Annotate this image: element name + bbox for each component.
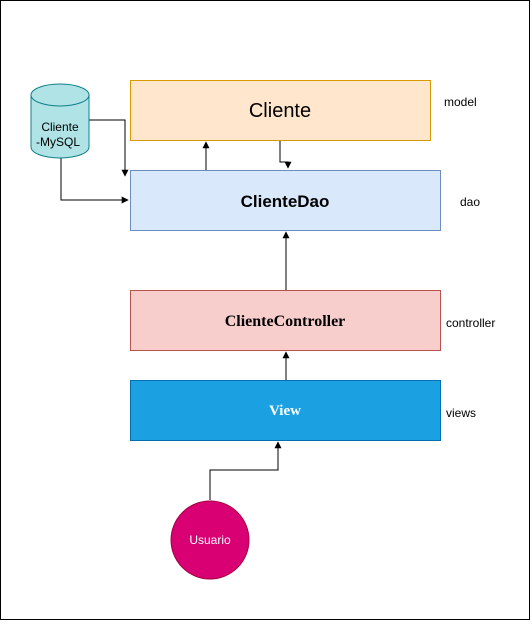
view-node: View [130,380,441,441]
layer-label-views: views [446,406,476,420]
connectors [60,119,292,500]
dao-node: ClienteDao [130,170,441,231]
controller-node: ClienteController [130,290,441,351]
layer-label-controller: controller [446,316,495,330]
user-label: Usuario [189,533,231,547]
edge-usuario-to-view [209,441,282,500]
database-cylinder-body [30,95,90,159]
edge-db-to-dao-top [89,119,129,177]
model-label: Cliente [249,100,311,122]
dao-label: ClienteDao [241,192,330,211]
view-label: View [269,403,301,419]
controller-label: ClienteController [225,313,346,330]
user-node: Usuario [170,500,250,580]
database-node: Cliente -MySQL [30,83,90,159]
edge-db-to-dao-bottom [60,158,129,204]
database-cylinder-top [30,83,90,107]
view-box [130,380,441,441]
model-node: Cliente [130,80,431,141]
user-circle [170,500,250,580]
model-box [130,80,431,141]
database-label-line1: Cliente [41,120,79,134]
dao-box [130,170,441,231]
edge-model-to-dao [279,140,292,169]
database-label-line2: -MySQL [36,135,80,149]
controller-box [130,290,441,351]
layer-label-dao: dao [460,195,480,209]
layer-label-model: model [444,95,477,109]
